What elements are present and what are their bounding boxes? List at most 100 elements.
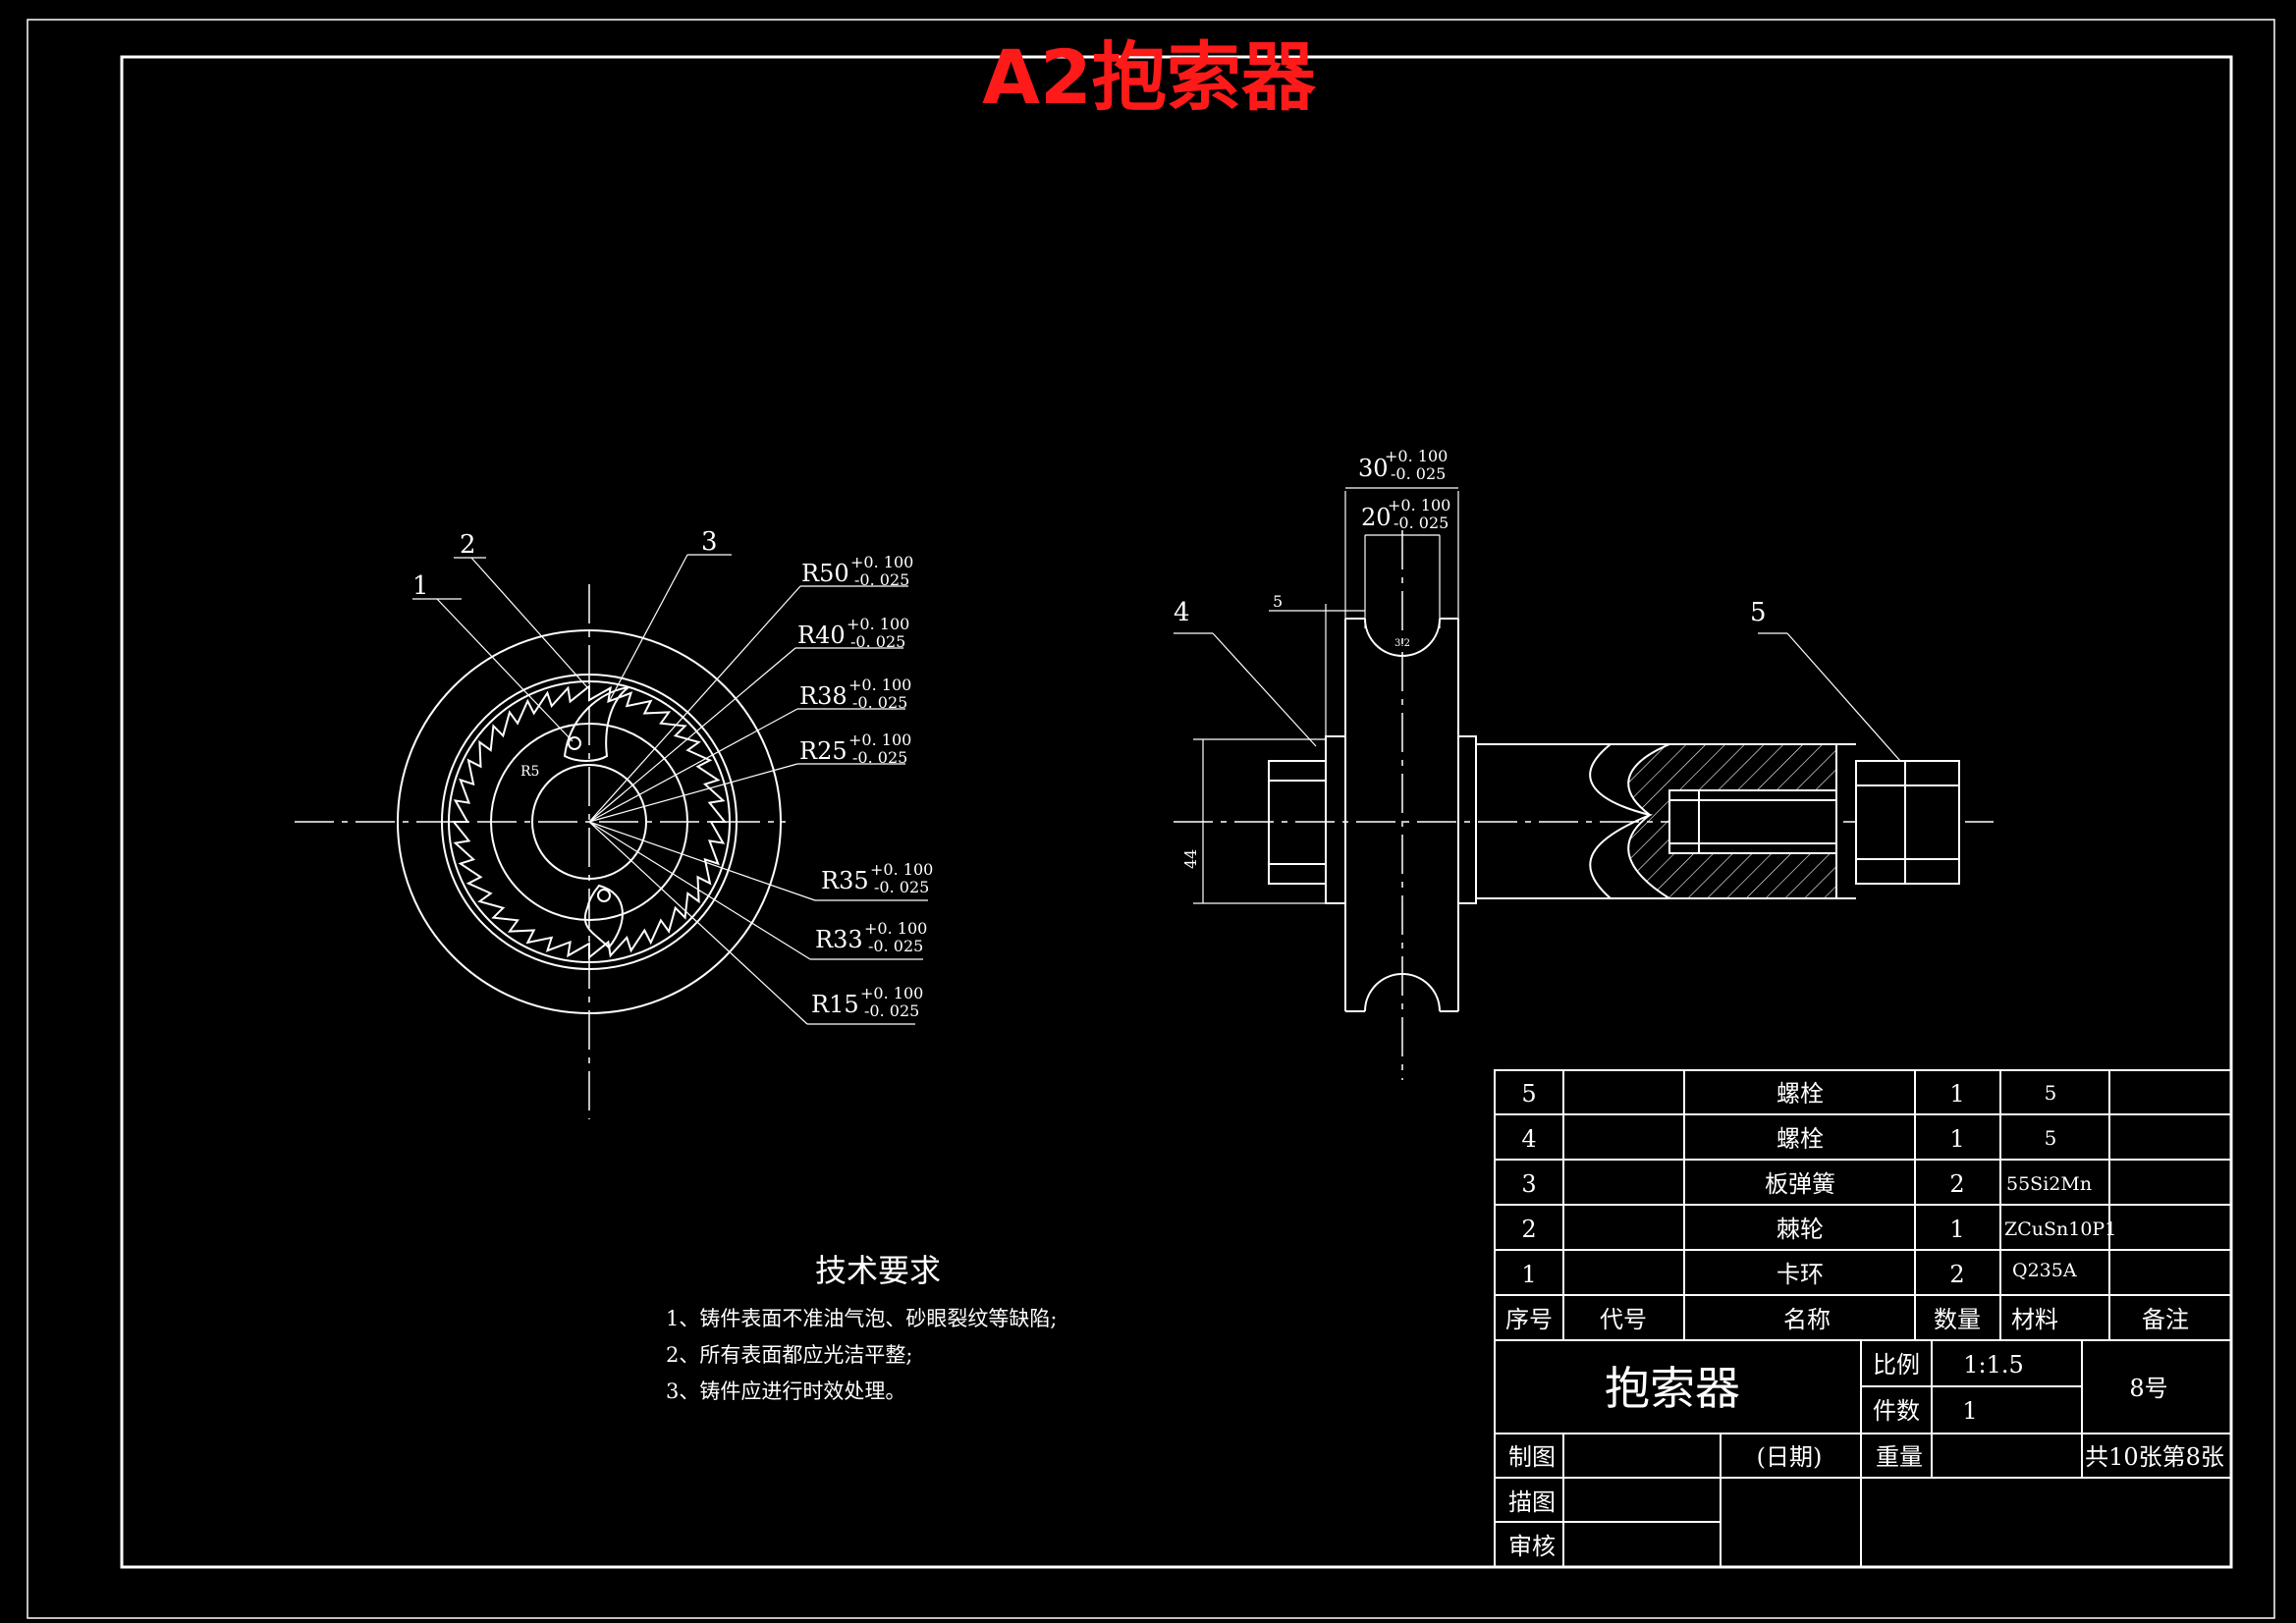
radius-labels: R50 +0. 100 -0. 025 R40 +0. 100 -0. 025 … <box>797 553 933 1020</box>
balloon-3: 3 <box>701 527 718 557</box>
outer-rim-circle <box>397 629 782 1014</box>
scale-label: 比例 <box>1873 1351 1920 1379</box>
bom-rows: 5 螺栓 1 5 4 螺栓 1 5 3 板弹簧 2 55Si2Mn 2 棘轮 1… <box>1505 1080 2189 1333</box>
side-view <box>1174 487 1994 1080</box>
svg-text:ZCuSn10P1: ZCuSn10P1 <box>2004 1218 2116 1240</box>
svg-text:-0. 025: -0. 025 <box>850 632 905 651</box>
svg-text:5: 5 <box>2045 1126 2057 1150</box>
svg-text:螺栓: 螺栓 <box>1777 1080 1824 1108</box>
title-block: 抱索器 比例 1:1.5 件数 1 8号 制图 (日期) 重量 共10张第8张 … <box>1508 1351 2224 1560</box>
svg-text:R50: R50 <box>801 560 849 587</box>
lower-pawl <box>583 884 624 949</box>
svg-text:+0. 100: +0. 100 <box>848 730 911 749</box>
ring-inner-circle <box>448 680 731 963</box>
lower-groove <box>1364 973 1441 1012</box>
tech-item: 1、铸件表面不准油气泡、砂眼裂纹等缺陷; <box>666 1307 1057 1330</box>
bom-row: 5 螺栓 1 5 <box>1521 1080 2056 1108</box>
svg-text:螺栓: 螺栓 <box>1777 1125 1824 1153</box>
hub-circle <box>490 723 688 921</box>
dim-44-label: 44 <box>1181 849 1200 869</box>
dim-20-label: 20 +0. 100 -0. 025 <box>1361 496 1450 532</box>
svg-text:+0. 100: +0. 100 <box>850 553 913 571</box>
radius-label-r25: R25 +0. 100 -0. 025 <box>799 730 911 767</box>
tech-item: 2、所有表面都应光洁平整; <box>666 1343 912 1367</box>
svg-text:5: 5 <box>2045 1081 2057 1105</box>
lower-pawl-pin <box>597 889 611 902</box>
svg-text:+0. 100: +0. 100 <box>870 860 933 879</box>
svg-text:名称: 名称 <box>1783 1306 1831 1333</box>
svg-text:-0. 025: -0. 025 <box>1394 514 1449 532</box>
svg-text:4: 4 <box>1521 1125 1536 1153</box>
drawing-title: A2抱索器 <box>982 33 1317 121</box>
bom-row: 4 螺栓 1 5 <box>1521 1125 2056 1153</box>
side-view-labels: 30 +0. 100 -0. 025 20 +0. 100 -0. 025 5 … <box>1174 447 1767 869</box>
break-line <box>1589 743 1654 899</box>
front-view <box>295 554 928 1119</box>
svg-text:材料: 材料 <box>2011 1306 2058 1333</box>
review-label: 审核 <box>1508 1533 1556 1560</box>
part-name: 抱索器 <box>1605 1362 1740 1415</box>
svg-text:R15: R15 <box>811 991 859 1018</box>
ring-circle <box>441 674 738 970</box>
svg-text:20: 20 <box>1361 504 1392 531</box>
svg-text:-0. 025: -0. 025 <box>852 693 907 712</box>
svg-text:30: 30 <box>1358 455 1389 482</box>
svg-text:1: 1 <box>1521 1261 1536 1288</box>
tech-heading: 技术要求 <box>815 1252 941 1289</box>
inner-frame <box>120 55 2233 1569</box>
outer-frame <box>27 19 2275 1619</box>
count-value: 1 <box>1962 1397 1977 1425</box>
svg-text:R40: R40 <box>797 622 846 649</box>
date-label: (日期) <box>1757 1443 1823 1471</box>
svg-text:2: 2 <box>1949 1261 1964 1288</box>
bom-row: 1 卡环 2 Q235A <box>1521 1260 2076 1288</box>
radius-label-r15: R15 +0. 100 -0. 025 <box>811 984 923 1020</box>
svg-text:-0. 025: -0. 025 <box>854 570 909 589</box>
svg-text:备注: 备注 <box>2142 1306 2189 1333</box>
svg-text:+0. 100: +0. 100 <box>860 984 923 1002</box>
svg-text:-0. 025: -0. 025 <box>874 878 929 896</box>
svg-text:-0. 025: -0. 025 <box>852 748 907 767</box>
svg-text:R35: R35 <box>821 867 869 894</box>
svg-text:+0. 100: +0. 100 <box>847 615 909 633</box>
svg-text:5: 5 <box>1521 1080 1536 1108</box>
bom-row: 3 板弹簧 2 55Si2Mn <box>1521 1170 2092 1198</box>
bom-table-grid <box>1494 1069 2232 1568</box>
balloon-2: 2 <box>460 530 476 560</box>
drawn-by-label: 制图 <box>1508 1443 1556 1471</box>
left-bolt-head <box>1268 760 1327 885</box>
radius-label-r33: R33 +0. 100 -0. 025 <box>815 919 927 955</box>
svg-text:1: 1 <box>1949 1125 1964 1153</box>
svg-text:数量: 数量 <box>1934 1306 1981 1333</box>
trace-label: 描图 <box>1508 1488 1556 1516</box>
scale-value: 1:1.5 <box>1963 1351 2024 1379</box>
upper-pawl <box>563 686 629 762</box>
svg-text:Q235A: Q235A <box>2012 1260 2077 1281</box>
svg-text:-0. 025: -0. 025 <box>1391 464 1446 483</box>
svg-text:R25: R25 <box>799 737 847 765</box>
tech-requirements: 技术要求 1、铸件表面不准油气泡、砂眼裂纹等缺陷; 2、所有表面都应光洁平整; … <box>666 1252 1057 1403</box>
svg-text:卡环: 卡环 <box>1777 1261 1824 1288</box>
bom-header-row: 序号 代号 名称 数量 材料 备注 <box>1505 1306 2189 1333</box>
balloon-4: 4 <box>1174 598 1190 627</box>
svg-text:1: 1 <box>1949 1080 1964 1108</box>
upper-pawl-pin <box>568 736 581 750</box>
count-label: 件数 <box>1873 1397 1920 1425</box>
svg-text:3: 3 <box>1521 1170 1536 1198</box>
dim-30-label: 30 +0. 100 -0. 025 <box>1358 447 1448 483</box>
svg-text:55Si2Mn: 55Si2Mn <box>2006 1173 2092 1195</box>
svg-text:+0. 100: +0. 100 <box>1388 496 1450 514</box>
r5-label: R5 <box>520 764 539 780</box>
upper-groove <box>1364 618 1441 657</box>
svg-text:2: 2 <box>1949 1170 1964 1198</box>
svg-text:板弹簧: 板弹簧 <box>1765 1170 1835 1198</box>
svg-text:R33: R33 <box>815 926 863 953</box>
dim-5-label: 5 <box>1273 592 1283 611</box>
tech-item: 3、铸件应进行时效处理。 <box>666 1380 905 1403</box>
svg-text:1: 1 <box>1949 1216 1964 1243</box>
sheet-info: 共10张第8张 <box>2085 1443 2224 1471</box>
svg-text:+0. 100: +0. 100 <box>864 919 927 938</box>
balloon-leaders <box>412 554 732 742</box>
right-hub <box>1457 735 1477 904</box>
